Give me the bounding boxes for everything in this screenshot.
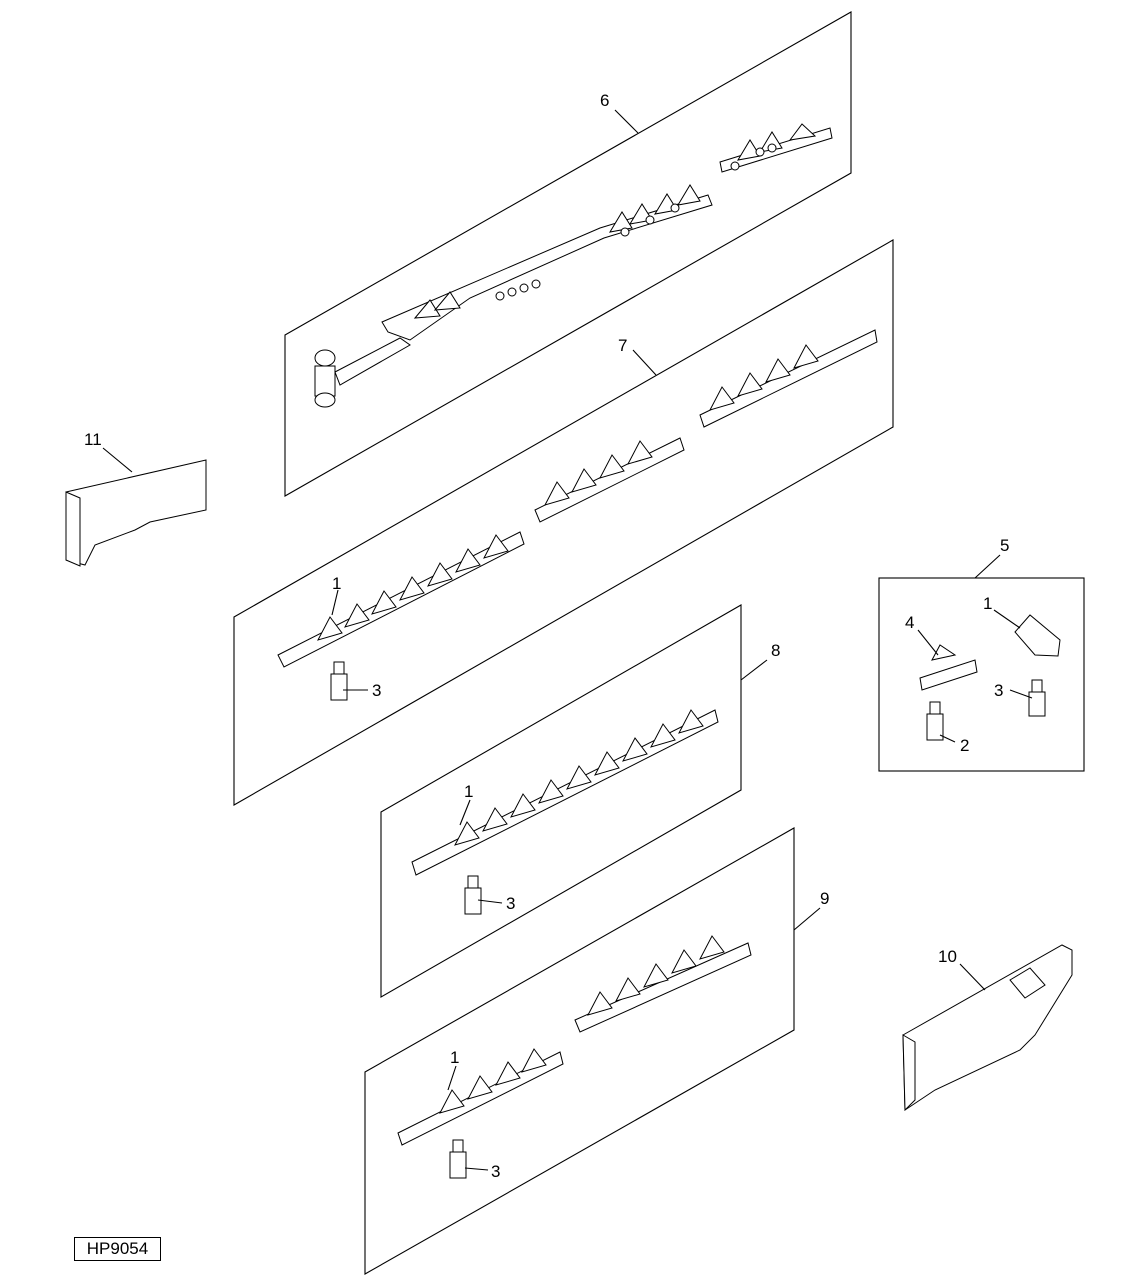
- knife-7: [277, 329, 878, 668]
- callout-1-panel8: 1: [464, 782, 473, 801]
- figure-id: HP9054: [74, 1237, 161, 1261]
- callout-7: 7: [618, 336, 627, 355]
- callout-1-panel7: 1: [332, 574, 341, 593]
- panel-6: [284, 11, 852, 497]
- callout-3-panel8: 3: [506, 894, 515, 913]
- panel-8: [380, 604, 742, 998]
- panel-5: [878, 577, 1085, 772]
- knife-section-5: [1014, 614, 1061, 657]
- panel-9: [364, 827, 795, 1275]
- callout-8: 8: [771, 641, 780, 660]
- bolt-9: [449, 1139, 467, 1179]
- callout-3-panel5: 3: [994, 681, 1003, 700]
- shield-11: [65, 459, 207, 567]
- callout-9: 9: [820, 889, 829, 908]
- callout-2: 2: [960, 736, 969, 755]
- bolt-5a: [926, 701, 944, 741]
- leader-lines: [102, 109, 1033, 1171]
- callout-1-panel9: 1: [450, 1048, 459, 1067]
- callout-5: 5: [1000, 536, 1009, 555]
- callout-1-panel5: 1: [983, 594, 992, 613]
- knife-8: [411, 709, 719, 876]
- bolt-5b: [1028, 679, 1046, 717]
- shield-10: [902, 944, 1073, 1112]
- bolt-7: [330, 661, 348, 701]
- callout-6: 6: [600, 91, 609, 110]
- bolt-8: [464, 875, 482, 915]
- bolts-6: [495, 143, 777, 301]
- callout-11: 11: [84, 430, 102, 449]
- knife-9: [397, 935, 752, 1146]
- callout-3-panel9: 3: [491, 1162, 500, 1181]
- callout-3-panel7: 3: [372, 681, 381, 700]
- knife-head: [314, 337, 411, 408]
- callout-10: 10: [938, 947, 957, 966]
- callouts: 6 7 11 5 1 1 4 8 3 3 2 1 9 3 10 1 3: [84, 91, 1009, 1181]
- panel-7: [233, 239, 894, 806]
- knife-back-4: [919, 644, 978, 691]
- callout-4: 4: [905, 613, 914, 632]
